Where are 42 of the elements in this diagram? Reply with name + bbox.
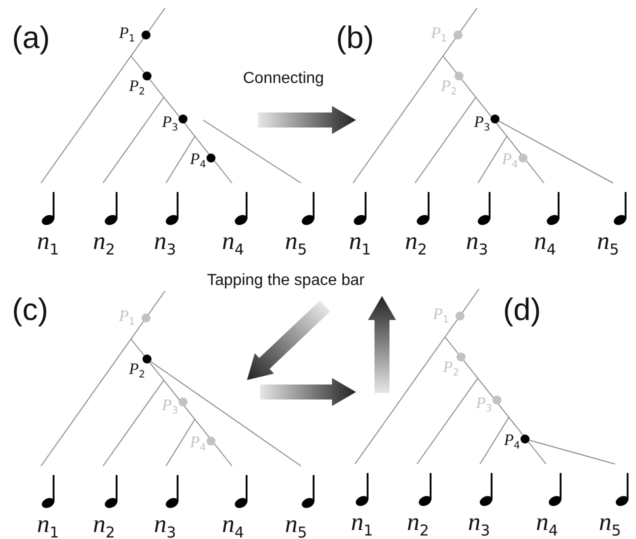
point-label: P$_{1}$ <box>119 309 136 328</box>
point-label: P$_{2}$ <box>129 362 146 380</box>
note-label: n$_{4}$ <box>536 510 558 538</box>
panel-label: (b) <box>336 22 374 53</box>
point-label: P$_{1}$ <box>119 26 136 44</box>
note-label: n$_{1}$ <box>37 512 60 539</box>
note-label: n$_{4}$ <box>534 229 556 258</box>
panel-label: (a) <box>12 22 50 53</box>
note-label: n$_{4}$ <box>222 229 244 258</box>
note-label: n$_{2}$ <box>93 512 116 539</box>
point-label: P$_{4}$ <box>190 435 206 454</box>
note-label: n$_{3}$ <box>154 229 176 258</box>
panel-label: (c) <box>12 294 48 325</box>
point-label: P$_{3}$ <box>162 398 178 416</box>
note-label: n$_{1}$ <box>349 229 372 258</box>
note-label: n$_{1}$ <box>37 229 60 258</box>
point-label: P$_{2}$ <box>443 360 460 378</box>
note-label: n$_{3}$ <box>468 510 490 538</box>
point-label: P$_{2}$ <box>129 79 146 98</box>
note-label: n$_{3}$ <box>154 512 176 539</box>
note-label: n$_{5}$ <box>285 512 308 539</box>
note-label: n$_{2}$ <box>407 510 430 538</box>
point-label: P$_{1}$ <box>431 26 448 44</box>
arrow-caption: Connecting <box>243 69 324 88</box>
note-label: n$_{5}$ <box>597 229 620 258</box>
point-label: P$_{4}$ <box>190 152 206 170</box>
point-label: P$_{4}$ <box>502 152 518 170</box>
arrow-caption: Tapping the space bar <box>207 271 364 290</box>
point-label: P$_{2}$ <box>441 79 458 98</box>
note-label: n$_{3}$ <box>466 229 488 258</box>
panel-label: (d) <box>503 294 541 325</box>
note-label: n$_{5}$ <box>599 510 622 538</box>
note-label: n$_{1}$ <box>351 510 374 538</box>
point-label: P$_{3}$ <box>476 396 492 414</box>
note-label: n$_{5}$ <box>285 229 308 258</box>
note-label: n$_{2}$ <box>405 229 428 258</box>
point-label: P$_{1}$ <box>433 307 450 326</box>
note-label: n$_{2}$ <box>93 229 116 258</box>
point-label: P$_{3}$ <box>474 115 490 134</box>
note-label: n$_{4}$ <box>222 512 244 539</box>
point-label: P$_{4}$ <box>504 433 520 452</box>
point-label: P$_{3}$ <box>162 115 178 134</box>
